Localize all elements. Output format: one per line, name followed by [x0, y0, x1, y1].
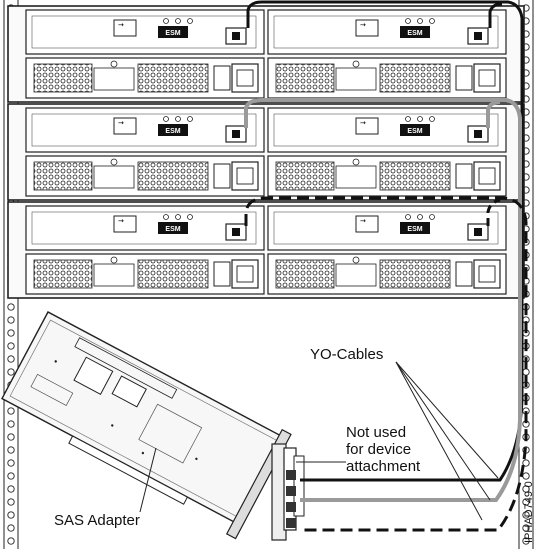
svg-text:→: →: [360, 217, 366, 225]
svg-text:→: →: [118, 21, 124, 29]
storage-drawer: → ESM → ESM: [7, 5, 525, 103]
adapter-port-bracket: [271, 443, 305, 541]
cable-gray-branch: [486, 100, 501, 128]
esm-tag: [158, 26, 188, 38]
cable-black-dashed: [244, 196, 528, 532]
esm-module: → ESM: [25, 9, 265, 55]
yo-cables-label: YO-Cables: [310, 346, 384, 363]
esm-module: → ESM: [25, 205, 265, 251]
not-used-line-2: for device: [346, 441, 412, 458]
power-switch: [213, 163, 231, 189]
power-inlet: [231, 259, 259, 289]
esm-module: → ESM: [267, 9, 507, 55]
power-switch: [213, 65, 231, 91]
power-inlet: [473, 259, 501, 289]
svg-text:ESM: ESM: [407, 226, 422, 233]
svg-text:→: →: [118, 119, 124, 127]
svg-text:ESM: ESM: [165, 128, 180, 135]
power-supply: [267, 253, 507, 295]
svg-text:→: →: [360, 21, 366, 29]
power-inlet: [473, 161, 501, 191]
power-supply: [267, 57, 507, 99]
power-switch: [455, 163, 473, 189]
power-inlet: [473, 63, 501, 93]
esm-tag: [400, 222, 430, 234]
yo-cables: [244, 0, 528, 532]
cable-black-solid-branch: [488, 2, 503, 28]
esm-tag: [400, 26, 430, 38]
storage-drawer: → ESM → ESM: [7, 103, 525, 201]
power-supply: [25, 253, 265, 295]
power-supply: [25, 57, 265, 99]
not-used-label: Not used for device attachment: [346, 424, 420, 475]
svg-text:ESM: ESM: [407, 30, 422, 37]
drawer-stack: → ESM → ESM → ESM → ESM → ESM → ESM: [7, 5, 525, 299]
not-used-line-1: Not used: [346, 424, 407, 441]
cable-black-solid: [246, 0, 524, 482]
power-supply: [267, 155, 507, 197]
esm-module: → ESM: [267, 107, 507, 153]
svg-text:ESM: ESM: [407, 128, 422, 135]
svg-text:ESM: ESM: [165, 30, 180, 37]
svg-text:ESM: ESM: [165, 226, 180, 233]
esm-tag: [158, 124, 188, 136]
power-switch: [213, 261, 231, 287]
power-supply: [25, 155, 265, 197]
power-switch: [455, 261, 473, 287]
esm-tag: [400, 124, 430, 136]
esm-tag: [158, 222, 188, 234]
esm-module: → ESM: [25, 107, 265, 153]
not-used-line-3: attachment: [346, 458, 421, 475]
power-inlet: [231, 63, 259, 93]
svg-text:→: →: [360, 119, 366, 127]
sas-adapter-card: [1, 311, 292, 540]
power-switch: [455, 65, 473, 91]
figure-id: IPHAD749-0: [523, 481, 535, 543]
storage-drawer: → ESM → ESM: [7, 201, 525, 299]
svg-text:→: →: [118, 217, 124, 225]
callout-lines: [139, 361, 499, 521]
cable-black-dashed-branch: [486, 198, 501, 226]
power-inlet: [231, 161, 259, 191]
sas-adapter-label: SAS Adapter: [54, 512, 140, 529]
esm-module: → ESM: [267, 205, 507, 251]
cable-gray: [244, 98, 522, 502]
